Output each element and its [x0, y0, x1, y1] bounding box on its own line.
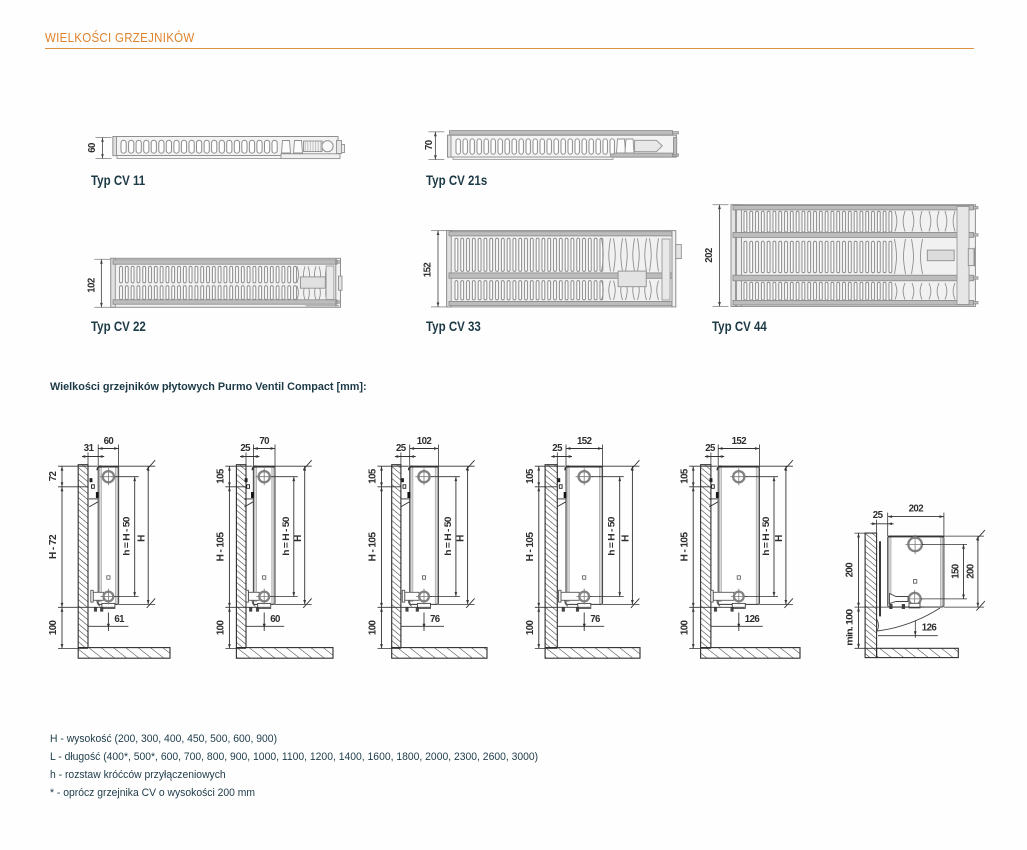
svg-text:72: 72 [48, 471, 59, 482]
svg-text:100: 100 [368, 620, 379, 635]
svg-text:h = H - 50: h = H - 50 [122, 517, 133, 556]
svg-text:102: 102 [85, 278, 97, 293]
svg-text:100: 100 [679, 620, 690, 635]
svg-text:min. 100: min. 100 [844, 609, 854, 646]
svg-text:H: H [293, 535, 304, 542]
svg-text:202: 202 [909, 504, 924, 515]
svg-text:H: H [136, 535, 147, 542]
svg-text:25: 25 [240, 443, 251, 454]
svg-text:25: 25 [396, 443, 407, 454]
svg-text:h = H - 50: h = H - 50 [761, 517, 772, 556]
svg-text:31: 31 [84, 443, 95, 454]
svg-text:152: 152 [421, 262, 433, 277]
svg-text:105: 105 [679, 468, 690, 483]
svg-text:105: 105 [368, 468, 379, 483]
svg-text:100: 100 [216, 620, 227, 635]
svg-text:25: 25 [873, 510, 884, 521]
svg-text:H - 105: H - 105 [679, 532, 690, 562]
svg-text:76: 76 [430, 614, 441, 625]
svg-text:H: H [774, 535, 785, 542]
svg-text:H: H [456, 535, 467, 542]
svg-text:h = H - 50: h = H - 50 [607, 517, 618, 556]
svg-text:200: 200 [845, 562, 856, 577]
svg-text:70: 70 [259, 436, 270, 447]
svg-text:H: H [621, 535, 632, 542]
svg-text:126: 126 [922, 623, 937, 634]
svg-text:150: 150 [951, 563, 962, 578]
svg-text:h = H - 50: h = H - 50 [443, 517, 454, 556]
svg-text:H - 72: H - 72 [48, 534, 59, 559]
svg-text:126: 126 [745, 614, 760, 625]
svg-text:100: 100 [525, 620, 536, 635]
svg-text:200: 200 [966, 563, 977, 578]
svg-text:H - 105: H - 105 [525, 532, 536, 562]
svg-text:60: 60 [86, 143, 98, 153]
svg-text:100: 100 [48, 620, 59, 635]
svg-text:60: 60 [104, 436, 115, 447]
svg-text:H - 105: H - 105 [216, 532, 227, 562]
svg-text:60: 60 [270, 614, 281, 625]
svg-text:61: 61 [114, 614, 125, 625]
svg-text:152: 152 [577, 436, 592, 447]
svg-text:70: 70 [423, 140, 435, 150]
svg-text:102: 102 [417, 436, 432, 447]
svg-text:202: 202 [703, 248, 715, 263]
svg-text:105: 105 [216, 468, 227, 483]
svg-text:h = H - 50: h = H - 50 [281, 517, 292, 556]
svg-text:25: 25 [705, 443, 716, 454]
svg-text:25: 25 [552, 443, 563, 454]
svg-text:H - 105: H - 105 [368, 532, 379, 562]
svg-text:105: 105 [525, 468, 536, 483]
svg-text:76: 76 [590, 614, 601, 625]
svg-text:152: 152 [732, 436, 747, 447]
